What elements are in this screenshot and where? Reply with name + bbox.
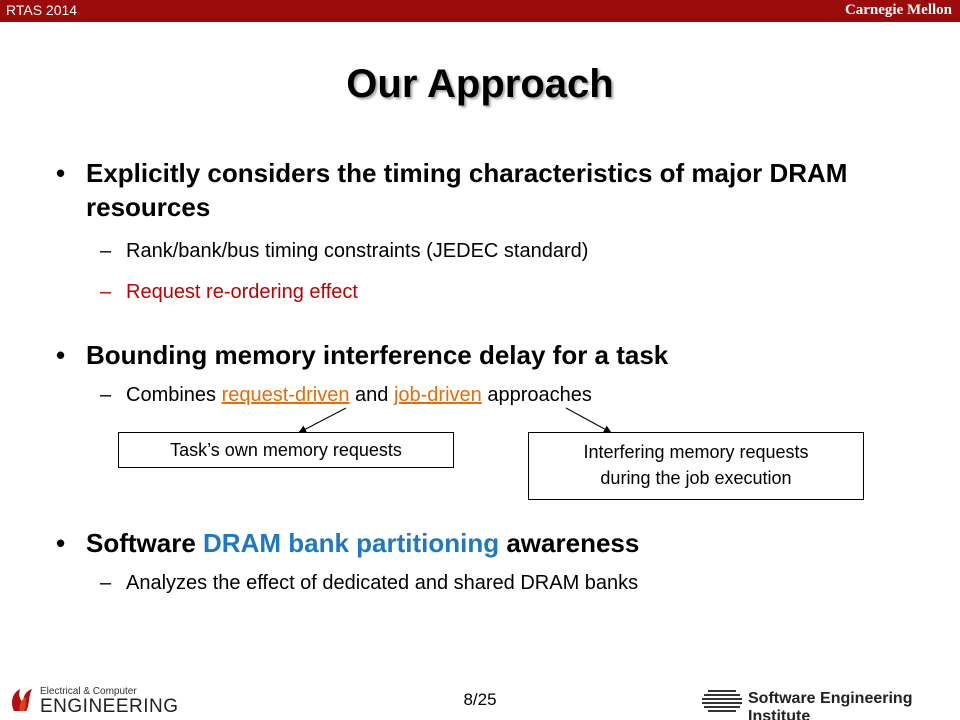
- interfering-requests-line-1: Interfering memory requests: [583, 442, 809, 462]
- bullet-3-sub-1-marker: –: [100, 572, 112, 594]
- slide-title: Our Approach: [346, 62, 614, 106]
- own-requests-box: Task’s own memory requests: [118, 432, 454, 468]
- interfering-requests-box: Interfering memory requests during the j…: [528, 432, 864, 500]
- sei-logo-icon: [702, 690, 742, 712]
- ece-logo-icon: [12, 689, 32, 711]
- bullet-1-text: Explicitly considers the timing characte…: [86, 158, 848, 222]
- ece-line-2: ENGINEERING: [40, 696, 179, 717]
- sub-middle: and: [349, 384, 394, 406]
- bullet-1-sub-2-marker: –: [100, 281, 112, 303]
- bullet-3-sub-1-text: Analyzes the effect of dedicated and sha…: [126, 572, 639, 594]
- conference-label: RTAS 2014: [6, 2, 78, 18]
- arrow-to-own-requests: [298, 407, 347, 433]
- institution-logo-text: Carnegie Mellon: [844, 2, 952, 18]
- bullet-1-marker: •: [56, 158, 66, 188]
- bullet-1-sub-1-marker: –: [100, 240, 112, 262]
- arrow-to-interfering-requests: [565, 407, 612, 433]
- bullet-3-highlight: DRAM bank partitioning: [203, 528, 500, 558]
- request-driven-link[interactable]: request-driven: [221, 384, 350, 406]
- bullet-3-text: Software DRAM bank partitioning awarenes…: [86, 526, 936, 560]
- bullet-2-sub-1-text: Combines request-driven and job-driven a…: [126, 382, 592, 408]
- bullet-3-suffix: awareness: [499, 528, 640, 558]
- bullet-3-marker: •: [56, 528, 66, 558]
- sei-name: Software Engineering Institute: [748, 690, 913, 720]
- sub-suffix: approaches: [481, 384, 592, 406]
- bullet-1-sub-1-text: Rank/bank/bus timing constraints (JEDEC …: [126, 240, 589, 262]
- bullet-2-marker: •: [56, 340, 66, 370]
- bullet-3-prefix: Software: [86, 528, 204, 558]
- ece-line-1: Electrical & Computer: [40, 686, 137, 697]
- job-driven-link[interactable]: job-driven: [393, 384, 482, 406]
- sub-prefix: Combines: [126, 384, 222, 406]
- interfering-requests-line-2: during the job execution: [600, 468, 792, 488]
- page-number: 8/25: [463, 690, 497, 709]
- bullet-2-sub-1-marker: –: [100, 384, 112, 406]
- own-requests-text: Task’s own memory requests: [170, 440, 402, 460]
- header-bar: RTAS 2014 Carnegie Mellon: [0, 0, 960, 22]
- bullet-1-sub-2-text: Request re-ordering effect: [126, 281, 358, 303]
- bullet-2-text: Bounding memory interference delay for a…: [86, 340, 669, 370]
